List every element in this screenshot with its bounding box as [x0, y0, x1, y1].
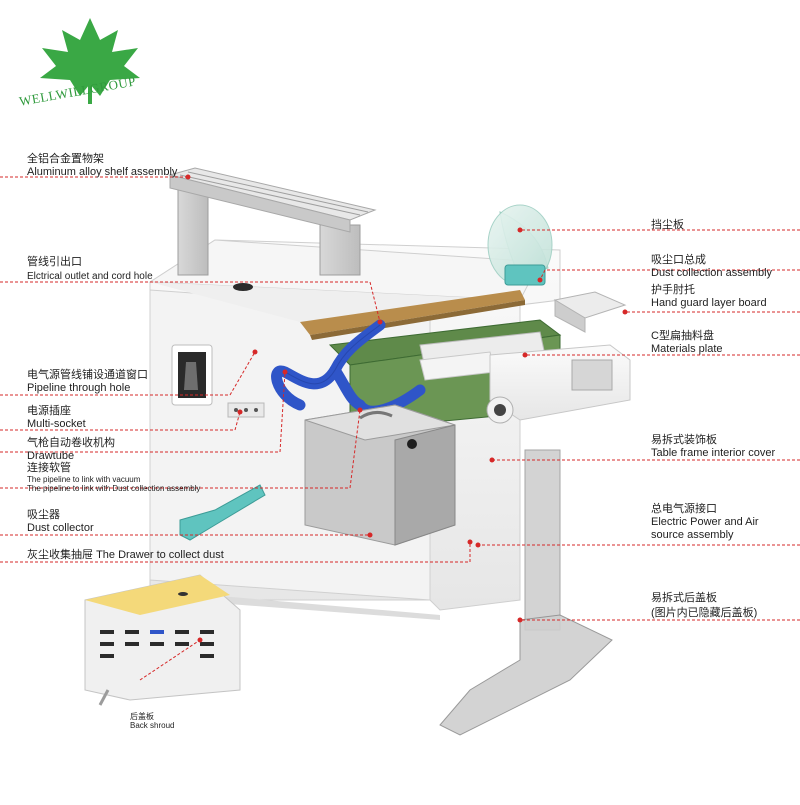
label-hand-en: Hand guard layer board	[651, 297, 767, 309]
label-pipeline-cn: 电气源管线铺设通道窗口	[27, 369, 148, 381]
label-collector-en: Dust collector	[27, 522, 94, 534]
label-collector-cn: 吸尘器	[27, 509, 60, 521]
left-foot	[179, 484, 266, 541]
label-outlet-en: Elctrical outlet and cord hole	[27, 271, 153, 282]
label-power-cn: 总电气源接口	[651, 503, 717, 515]
label-cover-en: Table frame interior cover	[651, 447, 776, 459]
label-hose-en2: The pipeline to link with Dust collectio…	[27, 484, 201, 493]
label-dustcol-en: Dust collection assembly	[651, 267, 773, 279]
label-drawtube-cn: 气枪自动卷收机构	[27, 437, 115, 449]
aluminum-shelf	[168, 167, 377, 276]
hand-guard	[553, 291, 627, 333]
label-outlet-cn: 管线引出口	[27, 256, 82, 268]
label-socket-en: Multi-socket	[27, 418, 86, 430]
label-shroud-cn: 后盖板	[130, 712, 154, 721]
label-shield-cn: 挡尘板	[651, 219, 684, 231]
label-shelf-cn: 全铝合金置物架	[27, 153, 104, 165]
label-plate-en: Materials plate	[651, 343, 723, 355]
label-hand-cn: 护手肘托	[651, 284, 695, 296]
dust-collector	[304, 404, 456, 546]
label-drawtube-en: Drawtube	[27, 450, 75, 462]
maple-leaf-logo-icon	[40, 18, 140, 104]
label-drawer-en: The Drawer to collect dust	[96, 549, 224, 561]
label-pipeline-en: Pipeline through hole	[27, 382, 131, 394]
label-dustcol-cn: 吸尘口总成	[651, 254, 706, 266]
right-leg	[439, 449, 613, 736]
label-shelf-en: Aluminum alloy shelf assembly	[27, 166, 178, 178]
leader-lines	[0, 176, 800, 681]
label-power-en2: source assembly	[651, 529, 734, 541]
label-cover-cn: 易拆式装饰板	[651, 434, 717, 446]
right-module	[486, 344, 631, 424]
leader-dots	[185, 174, 628, 643]
label-hose-en1: The pipeline to link with vacuum	[27, 475, 141, 484]
label-socket-cn: 电源插座	[27, 405, 71, 417]
label-plate-cn: C型扁抽料盘	[651, 330, 714, 342]
pipeline-window	[171, 344, 213, 406]
label-drawer-cn: 灰尘收集抽屉	[27, 549, 93, 561]
multi-socket	[227, 402, 265, 418]
label-hose-cn: 连接软管	[27, 462, 71, 474]
hose-ribbing	[284, 324, 381, 385]
label-shroud-en: Back shroud	[130, 721, 175, 730]
label-back-cn: 易拆式后盖板	[651, 592, 717, 604]
label-power-en1: Electric Power and Air	[651, 516, 759, 528]
dust-shield	[487, 204, 553, 286]
label-drawer: 灰尘收集抽屉 The Drawer to collect dust	[27, 549, 224, 562]
label-back-note: (图片内已隐藏后盖板)	[651, 607, 758, 619]
back-shroud-inset	[84, 574, 241, 706]
